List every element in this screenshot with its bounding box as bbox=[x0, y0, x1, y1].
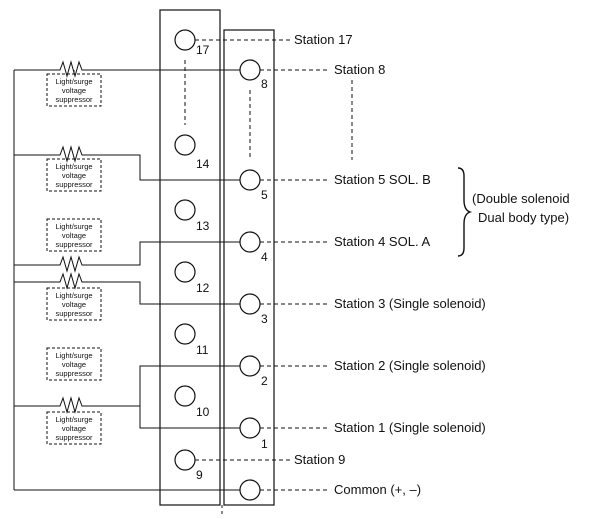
terminal-number-12: 12 bbox=[196, 281, 210, 295]
terminal-9 bbox=[174, 449, 196, 471]
suppressor-label-line2: voltage bbox=[62, 231, 86, 240]
suppressor-5: Light/surge voltage suppressor bbox=[46, 158, 102, 192]
suppressor-label-line1: Light/surge bbox=[55, 77, 92, 86]
suppressor-label-line2: voltage bbox=[62, 86, 86, 95]
label-station-3: Station 3 (Single solenoid) bbox=[334, 296, 486, 311]
label-station-9: Station 9 bbox=[294, 452, 345, 467]
right-terminal-strip bbox=[223, 29, 275, 506]
terminal-common bbox=[239, 479, 261, 501]
terminal-17 bbox=[174, 29, 196, 51]
suppressor-label-line3: suppressor bbox=[55, 309, 93, 318]
label-station-4: Station 4 SOL. A bbox=[334, 234, 430, 249]
suppressor-wiring bbox=[14, 60, 240, 429]
suppressor-8: Light/surge voltage suppressor bbox=[46, 70, 102, 107]
suppressor-boxes: Light/surge voltage suppressor Light/sur… bbox=[46, 70, 102, 445]
terminal-11 bbox=[174, 323, 196, 345]
suppressor-label-line1: Light/surge bbox=[55, 162, 92, 171]
terminal-13 bbox=[174, 199, 196, 221]
suppressor-3: Light/surge voltage suppressor bbox=[46, 287, 102, 321]
terminal-4 bbox=[239, 231, 261, 253]
terminal-number-1: 1 bbox=[261, 437, 268, 451]
terminal-number-10: 10 bbox=[196, 405, 210, 419]
terminal-12 bbox=[174, 261, 196, 283]
right-terminals bbox=[239, 59, 261, 501]
terminal-number-13: 13 bbox=[196, 219, 210, 233]
terminal-5 bbox=[239, 169, 261, 191]
label-station-2: Station 2 (Single solenoid) bbox=[334, 358, 486, 373]
terminal-8 bbox=[239, 59, 261, 81]
suppressor-label-line1: Light/surge bbox=[55, 415, 92, 424]
suppressor-label-line1: Light/surge bbox=[55, 291, 92, 300]
suppressor-label-line1: Light/surge bbox=[55, 222, 92, 231]
terminal-number-3: 3 bbox=[261, 312, 268, 326]
suppressor-label-line3: suppressor bbox=[55, 369, 93, 378]
terminal-number-17: 17 bbox=[196, 43, 210, 57]
suppressor-label-line3: suppressor bbox=[55, 95, 93, 104]
suppressor-label-line1: Light/surge bbox=[55, 351, 92, 360]
terminal-1 bbox=[239, 417, 261, 439]
double-solenoid-note-line2: Dual body type) bbox=[478, 210, 569, 225]
suppressor-2: Light/surge voltage suppressor bbox=[46, 347, 102, 381]
suppressor-label-line2: voltage bbox=[62, 424, 86, 433]
suppressor-4: Light/surge voltage suppressor bbox=[46, 218, 102, 252]
label-station-17: Station 17 bbox=[294, 32, 353, 47]
double-solenoid-brace bbox=[457, 167, 473, 257]
terminal-number-8: 8 bbox=[261, 77, 268, 91]
terminal-2 bbox=[239, 355, 261, 377]
terminal-number-2: 2 bbox=[261, 374, 268, 388]
terminal-14 bbox=[174, 134, 196, 156]
left-terminals bbox=[174, 29, 196, 471]
common-wire bbox=[13, 70, 240, 491]
terminal-3 bbox=[239, 293, 261, 315]
suppressor-label-line3: suppressor bbox=[55, 240, 93, 249]
terminal-number-11: 11 bbox=[196, 343, 209, 357]
suppressor-1: Light/surge voltage suppressor bbox=[46, 411, 102, 445]
suppressor-label-line2: voltage bbox=[62, 171, 86, 180]
terminal-10 bbox=[174, 385, 196, 407]
label-common: Common (+, –) bbox=[334, 482, 421, 497]
suppressor-label-line3: suppressor bbox=[55, 180, 93, 189]
suppressor-label-line2: voltage bbox=[62, 300, 86, 309]
suppressor-label-line3: suppressor bbox=[55, 433, 93, 442]
terminal-number-5: 5 bbox=[261, 188, 268, 202]
label-station-1: Station 1 (Single solenoid) bbox=[334, 420, 486, 435]
left-terminal-strip bbox=[159, 9, 221, 506]
terminal-number-4: 4 bbox=[261, 250, 268, 264]
terminal-number-14: 14 bbox=[196, 157, 210, 171]
suppressor-label-line2: voltage bbox=[62, 360, 86, 369]
double-solenoid-note-line1: (Double solenoid bbox=[472, 191, 570, 206]
label-station-8: Station 8 bbox=[334, 62, 385, 77]
label-station-5: Station 5 SOL. B bbox=[334, 172, 431, 187]
terminal-number-9: 9 bbox=[196, 468, 203, 482]
